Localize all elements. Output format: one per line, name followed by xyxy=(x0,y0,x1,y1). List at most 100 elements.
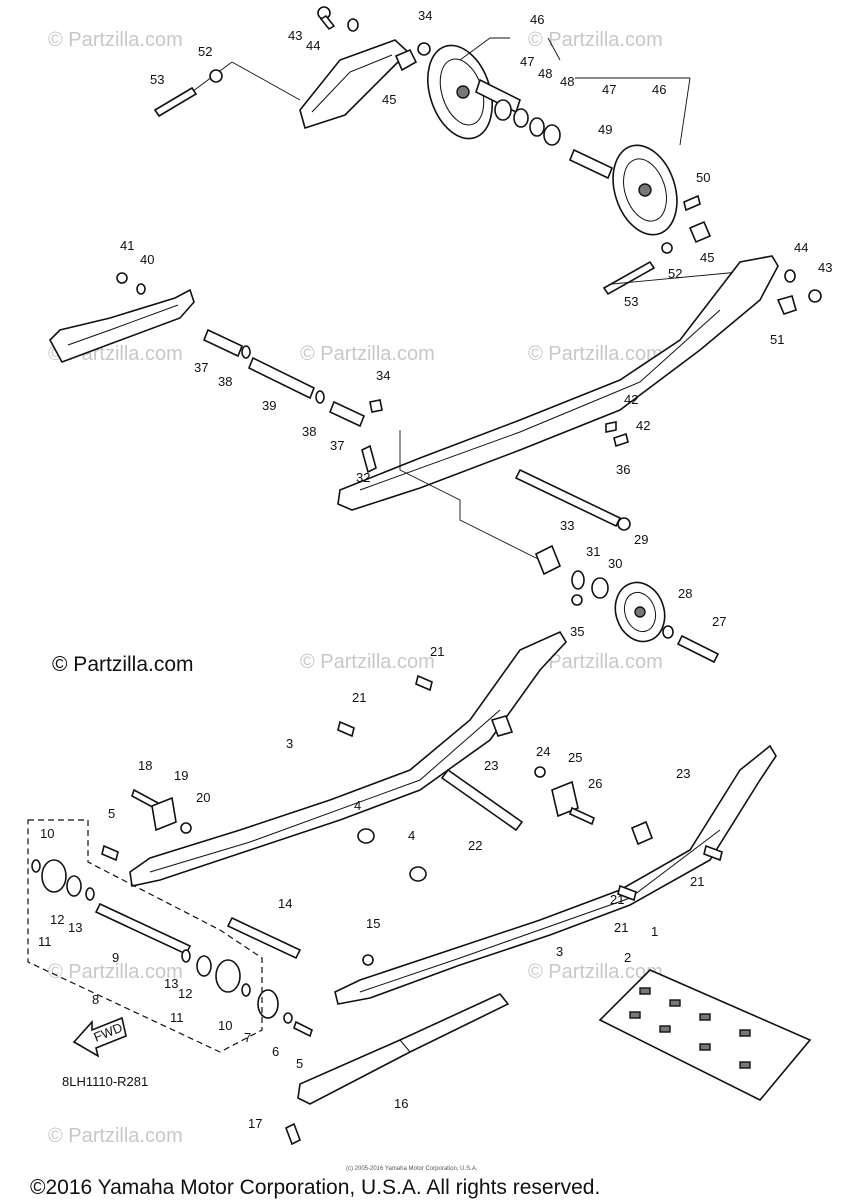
callout: 10 xyxy=(40,826,54,841)
circlip xyxy=(31,859,41,873)
upper-rail-right xyxy=(337,255,779,511)
wheel-assembly-box xyxy=(27,819,263,1053)
callout: 17 xyxy=(248,1116,262,1131)
watermark: © Partzilla.com xyxy=(48,29,183,51)
callout: 5 xyxy=(296,1056,303,1071)
shaft xyxy=(226,916,302,960)
bearing xyxy=(543,124,561,146)
diagram-code: 8LH1110-R281 xyxy=(62,1074,148,1089)
callout: 43 xyxy=(288,28,302,43)
nut xyxy=(571,594,583,606)
collar xyxy=(394,48,418,72)
track-belt xyxy=(598,969,812,1101)
watermark: © Partzilla.com xyxy=(300,651,435,673)
rear-wheel xyxy=(257,989,279,1019)
pin xyxy=(613,432,629,448)
callout: 20 xyxy=(196,790,210,805)
callout: 22 xyxy=(468,838,482,853)
bolt xyxy=(569,806,595,826)
circlip xyxy=(529,117,545,137)
callout: 27 xyxy=(712,614,726,629)
bushing xyxy=(490,715,514,737)
callout: 12 xyxy=(178,986,192,1001)
bearing xyxy=(66,875,82,897)
callout: 41 xyxy=(120,238,134,253)
axle-shaft xyxy=(568,148,614,180)
axle xyxy=(94,902,192,956)
callout: 7 xyxy=(244,1030,251,1045)
nut xyxy=(209,69,223,83)
callout: 42 xyxy=(624,392,638,407)
callout: 6 xyxy=(272,1044,279,1059)
track-lugs xyxy=(629,987,751,1069)
callout: 35 xyxy=(570,624,584,639)
stopper-block xyxy=(151,796,177,832)
washer xyxy=(662,625,674,639)
callout: 44 xyxy=(306,38,320,53)
bolt xyxy=(415,674,433,692)
rod xyxy=(514,468,622,528)
watermark: © Partzilla.com xyxy=(528,961,663,983)
circlip xyxy=(315,390,325,404)
callout: 40 xyxy=(140,252,154,267)
callout: 21 xyxy=(352,690,366,705)
watermark: © Partzilla.com xyxy=(528,651,663,673)
callout: 39 xyxy=(262,398,276,413)
shaft xyxy=(440,768,524,832)
bolt xyxy=(293,1020,313,1038)
callout: 4 xyxy=(354,798,361,813)
callout: 9 xyxy=(112,950,119,965)
callout: 52 xyxy=(668,266,682,281)
callout: 25 xyxy=(568,750,582,765)
callout: 43 xyxy=(818,260,832,275)
rear-wheel xyxy=(41,859,67,893)
callout: 11 xyxy=(170,1010,184,1025)
upper-arm-left xyxy=(299,39,410,130)
callout: 32 xyxy=(356,470,370,485)
callout: 46 xyxy=(530,12,544,27)
circlip xyxy=(85,887,95,901)
washer xyxy=(357,828,375,844)
pin xyxy=(605,421,617,433)
callout: 16 xyxy=(394,1096,408,1111)
washer xyxy=(136,283,146,295)
callout: 3 xyxy=(556,944,563,959)
callout: 3 xyxy=(286,736,293,751)
callout: 42 xyxy=(636,418,650,433)
callout: 1 xyxy=(651,924,658,939)
callout: 13 xyxy=(68,920,82,935)
callout: 15 xyxy=(366,916,380,931)
callout: 36 xyxy=(616,462,630,477)
nut xyxy=(116,272,128,284)
callout: 53 xyxy=(150,72,164,87)
circlip xyxy=(513,108,529,128)
callout: 48 xyxy=(538,66,552,81)
footer-copyright: ©2016 Yamaha Motor Corporation, U.S.A. A… xyxy=(30,1176,600,1199)
circlip xyxy=(571,570,585,590)
bearing xyxy=(494,99,512,121)
bearing xyxy=(591,577,609,599)
circlip xyxy=(241,345,251,359)
bolt xyxy=(361,444,377,474)
bolt xyxy=(153,86,198,118)
callout: 37 xyxy=(330,438,344,453)
bolt-head xyxy=(808,289,822,303)
callout: 52 xyxy=(198,44,212,59)
spacer xyxy=(328,400,366,428)
callout: 23 xyxy=(676,766,690,781)
callout: 24 xyxy=(536,744,550,759)
bearing xyxy=(196,955,212,977)
callout: 50 xyxy=(696,170,710,185)
callout: 51 xyxy=(770,332,784,347)
nut xyxy=(661,242,673,254)
bushing xyxy=(630,820,654,846)
washer xyxy=(417,42,431,56)
callout: 34 xyxy=(376,368,390,383)
washer xyxy=(784,269,796,283)
nut xyxy=(534,766,546,778)
shaft xyxy=(247,356,316,400)
callout: 23 xyxy=(484,758,498,773)
callout: 53 xyxy=(624,294,638,309)
fwd-arrow-icon xyxy=(72,1016,127,1058)
callout: 33 xyxy=(560,518,574,533)
